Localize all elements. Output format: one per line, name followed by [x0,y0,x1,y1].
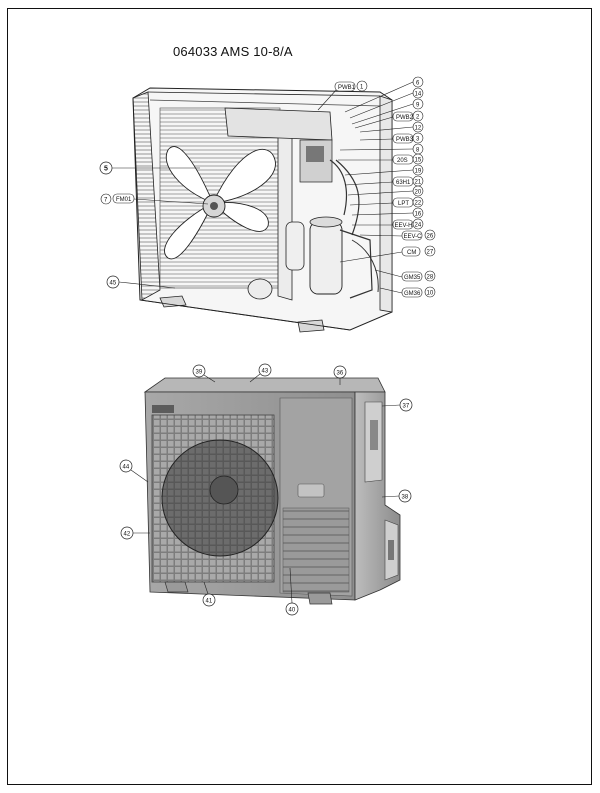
callout-number: 41 [206,599,213,605]
callout-41: 41 [202,581,216,607]
callout-37: 37 [381,398,413,412]
callout-pwb2: PWB2 2 [354,110,424,129]
callout-number: 19 [415,169,422,175]
callout-lpt: LPT 22 [349,196,424,208]
diagram1-left-callouts: 5 7 FM01 45 [99,161,209,289]
callout-code: PWB2 [396,115,414,121]
callout-code: GM35 [404,275,421,281]
callout-number: 43 [262,369,269,375]
callout-number: 9 [416,103,420,109]
callout-pwb3: PWB3 3 [359,132,424,144]
callout-number: 3 [416,137,420,143]
callout-number: 21 [415,180,422,186]
callout-7-fm01: 7 FM01 [100,193,209,205]
callout-45: 45 [106,275,176,289]
callout-number: 12 [415,126,422,132]
callout-number: 42 [124,532,131,538]
diagram2-callouts: 39 43 36 37 44 38 42 [119,363,413,616]
callout-8: 8 [339,143,424,155]
callout-code: PWB1 [338,85,356,91]
callout-code: EEV-H [395,223,413,229]
callout-44: 44 [119,459,149,483]
callout-number: 27 [427,250,434,256]
callout-20: 20 [347,185,424,197]
callout-9: 9 [351,98,424,125]
callout-number: 8 [416,148,420,154]
callout-40: 40 [285,567,299,616]
callout-number: 28 [427,275,434,281]
callout-number: 16 [415,212,422,218]
callout-code: 63H1 [396,180,411,186]
callout-code: GM36 [404,291,421,297]
callout-code: 20S [397,158,408,164]
callout-43: 43 [249,363,272,383]
callout-14: 14 [349,87,424,119]
callout-gm35: GM35 28 [374,269,436,282]
exploded-unit-diagram [132,87,393,333]
callout-number: 45 [110,281,117,287]
callout-code: FM01 [116,197,132,203]
callout-number: 5 [104,166,108,173]
diagram1-right-callouts: PWB1 1 6 14 9 PWB2 2 [317,76,436,298]
callout-42: 42 [120,526,150,540]
callout-39: 39 [192,364,216,383]
callout-number: 36 [337,371,344,377]
callout-63h1: 63H1 21 [344,175,424,187]
callout-number: 6 [416,81,420,87]
callout-5: 5 [99,161,200,175]
callout-cm: CM 27 [339,245,436,263]
callout-number: 40 [289,608,296,614]
assembled-unit-diagram [143,377,401,605]
callout-number: 37 [403,404,410,410]
callout-number: 14 [415,92,422,98]
callout-19: 19 [344,164,424,176]
callout-number: 26 [427,234,434,240]
callout-eevh: EEV-H 24 [352,218,424,230]
callout-number: 39 [196,370,203,376]
callout-16: 16 [351,207,424,219]
callout-number: 10 [427,291,434,297]
callout-number: 20 [415,190,422,196]
callout-12: 12 [359,121,424,133]
callout-number: 7 [104,198,108,204]
callout-38: 38 [381,489,412,503]
callout-number: 1 [360,85,364,91]
callout-number: 22 [415,201,422,207]
callout-gm36: GM36 10 [379,286,436,298]
callout-pwb1: PWB1 1 [317,80,368,111]
callout-number: 24 [415,223,422,229]
callout-36: 36 [333,365,347,385]
callout-code: PWB3 [396,137,414,143]
callout-eevc: EEV-C 26 [359,229,436,241]
callout-number: 15 [415,158,422,164]
callout-code: EEV-C [404,234,423,240]
callout-code: CM [407,250,416,256]
callout-number: 44 [123,465,130,471]
callout-20s: 20S 15 [338,153,424,165]
callout-number: 38 [402,495,409,501]
callout-6: 6 [344,76,424,113]
page-title: 064033 AMS 10-8/A [173,44,293,59]
callout-number: 2 [416,115,420,121]
callout-code: LPT [398,201,409,207]
